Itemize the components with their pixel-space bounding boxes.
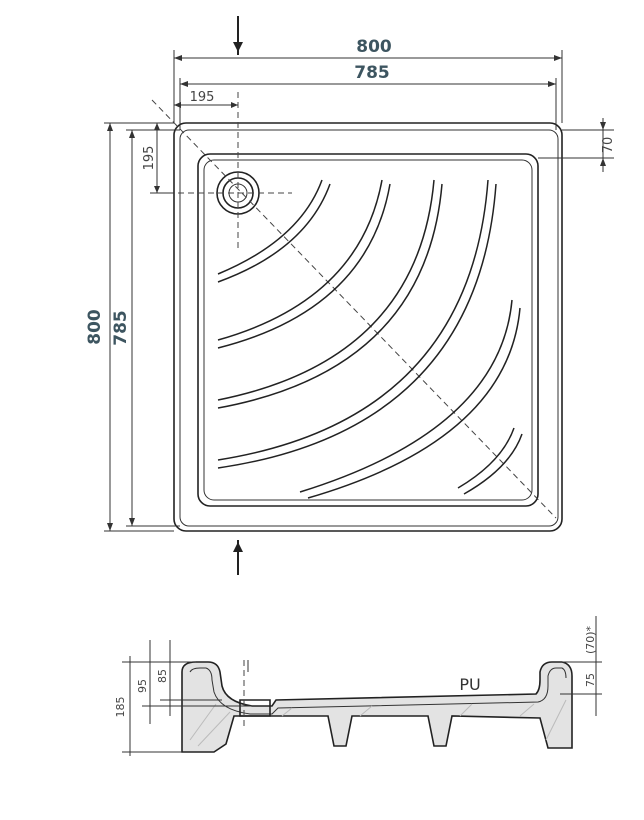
- dim-depth-outer: 800: [85, 122, 174, 532]
- diagonal-axis: [151, 99, 557, 519]
- section-marker-top: [233, 16, 243, 55]
- dim-height-95: 95: [136, 640, 252, 724]
- dim-drain-offset-x-label: 195: [190, 90, 215, 105]
- tray-rim-line: [179, 129, 559, 527]
- dim-drain-offset-y-label: 195: [142, 146, 157, 171]
- dim-drain-offset-x: 195: [174, 90, 238, 108]
- section-body: [181, 661, 573, 753]
- dim-height-75: 75: [560, 660, 602, 716]
- tray-grooves: [217, 179, 523, 499]
- dim-width-outer: 800: [173, 37, 563, 123]
- dim-height-75-label: 75: [584, 673, 597, 687]
- tray-basin-outline: [197, 153, 539, 507]
- dim-depth-inner-label: 785: [111, 310, 131, 346]
- foam-hatching: [189, 699, 567, 747]
- dim-height-85: 85: [156, 640, 222, 716]
- dim-total-height-label: 185: [114, 697, 127, 718]
- dim-rim-height: 70: [538, 118, 616, 172]
- dim-height-85-label: 85: [156, 669, 169, 683]
- tray-basin-inner-line: [203, 159, 533, 501]
- tray-outer-outline: [173, 122, 563, 532]
- top-view: 800 785 195 195: [85, 16, 616, 575]
- dim-depth-inner: 785: [111, 129, 180, 527]
- dim-width-inner-label: 785: [354, 63, 390, 83]
- dim-width-outer-label: 800: [356, 37, 392, 57]
- dim-height-70: (70)*: [562, 616, 602, 668]
- dim-drain-offset-y: 195: [142, 122, 174, 194]
- dim-total-height: 185: [114, 656, 196, 756]
- dim-depth-outer-label: 800: [85, 309, 105, 345]
- material-label: PU: [459, 675, 480, 694]
- dim-width-inner: 785: [179, 63, 557, 130]
- section-marker-bottom: [233, 540, 243, 575]
- section-view: PU 185 95 85 (70)* 75: [114, 616, 602, 756]
- dim-height-70-label: (70)*: [584, 625, 597, 654]
- dim-rim-height-label: 70: [601, 137, 616, 154]
- dim-height-95-label: 95: [136, 679, 149, 693]
